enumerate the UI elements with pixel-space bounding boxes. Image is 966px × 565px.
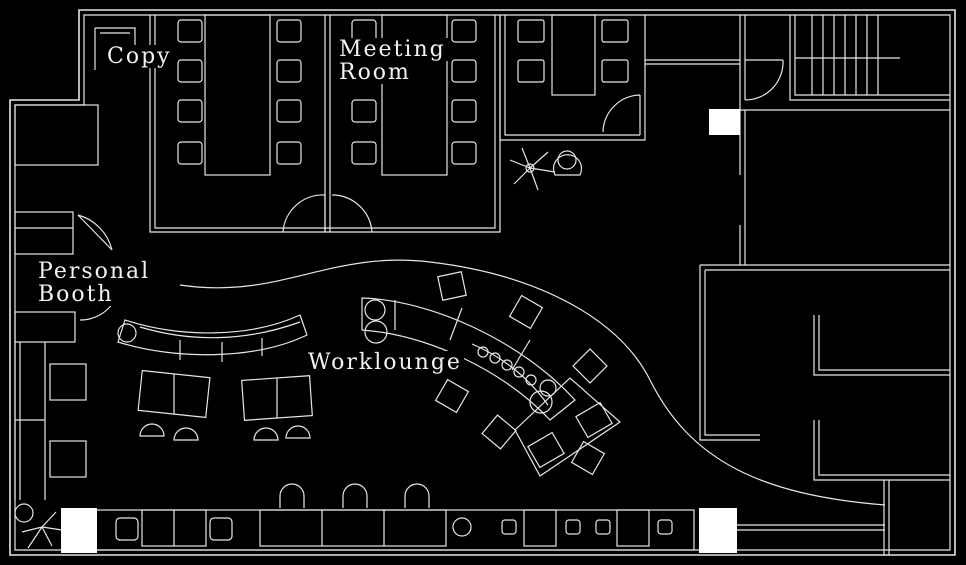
left-wall-fixtures	[14, 104, 99, 500]
lounge-stools-right	[434, 271, 608, 476]
plant-icon	[14, 503, 63, 549]
plant-icon	[509, 147, 556, 191]
stair-icon	[789, 15, 950, 101]
lounge-chairs-left	[139, 423, 311, 441]
plant-icon	[117, 299, 557, 414]
curved-sofa-left	[117, 314, 308, 362]
column-icon	[61, 109, 740, 553]
chair-icon	[552, 150, 583, 176]
small-meeting-room	[499, 14, 784, 175]
room-label-personal-booth-line1: Personal	[36, 259, 153, 284]
lounge-curve	[179, 259, 886, 506]
curved-sofa-right	[361, 297, 576, 421]
meeting-doors	[282, 194, 373, 233]
room-label-copy: Copy	[105, 44, 174, 69]
room-label-meeting-room-line2: Room	[337, 60, 413, 85]
bottom-counter	[95, 509, 695, 551]
room-label-worklounge: Worklounge	[306, 350, 464, 375]
meeting-chairs	[177, 19, 477, 165]
room-label-personal-booth-line2: Booth	[36, 282, 116, 307]
room-label-meeting-room-line1: Meeting	[337, 37, 448, 62]
lounge-curve-bottom	[730, 524, 885, 531]
meeting-tables	[204, 14, 448, 232]
bar-chairs	[279, 483, 430, 508]
right-rooms	[699, 109, 950, 555]
lounge-tables-left	[137, 369, 313, 421]
